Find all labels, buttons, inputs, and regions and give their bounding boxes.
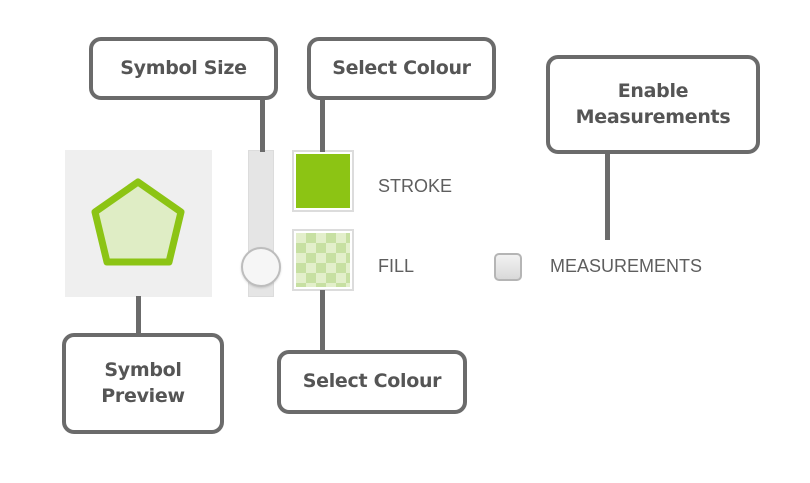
measurements-checkbox[interactable]	[494, 253, 522, 281]
select-colour-fill-leader	[320, 290, 325, 352]
symbol-size-callout: Symbol Size	[89, 37, 278, 100]
enable-measurements-callout: Enable Measurements	[546, 55, 760, 154]
select-colour-stroke-leader	[320, 97, 325, 152]
fill-colour-pattern	[296, 233, 350, 287]
stroke-colour-fill	[296, 154, 350, 208]
symbol-size-leader	[260, 96, 265, 152]
symbol-shape	[91, 178, 185, 266]
select-colour-fill-callout: Select Colour	[277, 350, 467, 414]
symbol-preview-callout: Symbol Preview	[62, 333, 224, 434]
stroke-label: STROKE	[378, 176, 453, 196]
symbol-preview-leader	[136, 296, 141, 336]
stroke-colour-swatch[interactable]	[292, 150, 354, 212]
fill-colour-swatch[interactable]	[292, 229, 354, 291]
symbol-size-slider-handle[interactable]	[241, 247, 281, 287]
measurements-label: MEASUREMENTS	[550, 256, 703, 276]
fill-label: FILL	[378, 256, 415, 276]
pentagon-icon	[91, 178, 185, 266]
enable-measurements-leader	[605, 152, 610, 240]
symbol-preview	[65, 150, 212, 297]
select-colour-stroke-callout: Select Colour	[307, 37, 496, 100]
